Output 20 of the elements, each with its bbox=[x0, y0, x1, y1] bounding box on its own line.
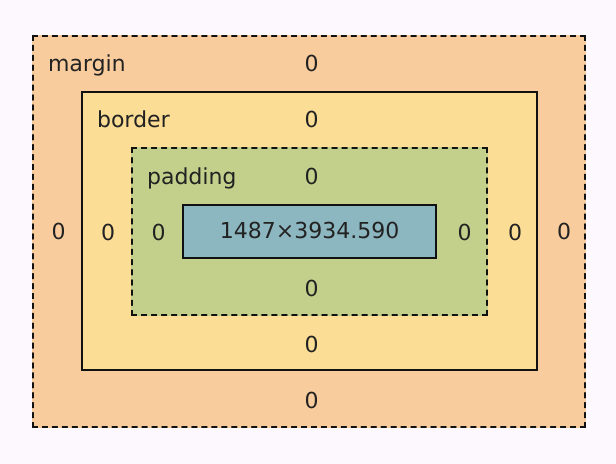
side-value: 0 bbox=[304, 108, 318, 134]
box-label: border bbox=[97, 108, 170, 134]
side-value: 0 bbox=[304, 277, 318, 302]
side-value: 0 bbox=[304, 389, 318, 414]
side-value: 0 bbox=[304, 52, 318, 78]
side-value: 0 bbox=[52, 220, 66, 246]
box-model-layer bbox=[81, 91, 538, 371]
box-label: padding bbox=[147, 165, 236, 190]
side-value: 0 bbox=[508, 221, 522, 246]
box-model-layer bbox=[32, 35, 586, 428]
box-model-layer bbox=[131, 147, 488, 316]
box-model-layer bbox=[182, 204, 437, 259]
side-value: 0 bbox=[458, 221, 472, 246]
dimension-value: 1487×3934.590 bbox=[220, 219, 400, 244]
side-value: 0 bbox=[304, 165, 318, 190]
side-value: 0 bbox=[101, 221, 115, 246]
side-value: 0 bbox=[304, 333, 318, 358]
side-value: 0 bbox=[152, 221, 166, 246]
box-label: margin bbox=[48, 52, 126, 78]
side-value: 0 bbox=[557, 220, 571, 246]
